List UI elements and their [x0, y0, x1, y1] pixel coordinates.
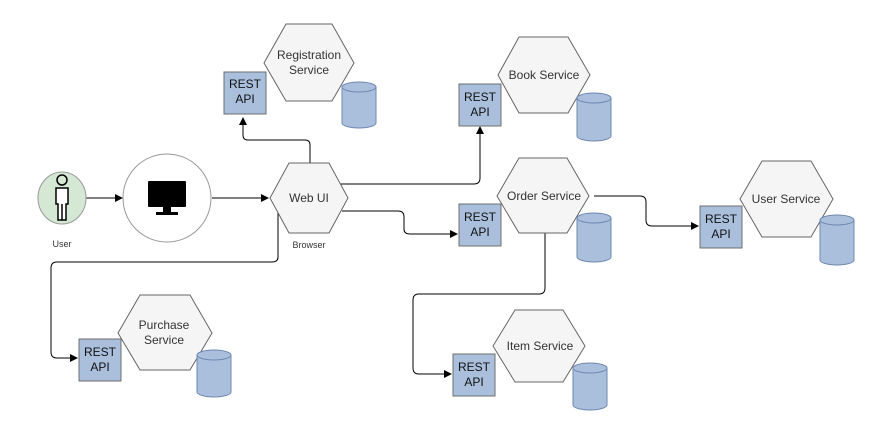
web-ui-hexagon — [269, 162, 349, 234]
database-icon — [819, 214, 855, 266]
purchase-label-line1: Purchase — [139, 318, 190, 332]
web-ui-node: Web UI Browser — [269, 162, 349, 250]
monitor-node — [122, 153, 212, 243]
edge-order-item — [412, 233, 546, 378]
order-rest-api — [458, 203, 502, 247]
registration-label-line1: Registration — [277, 48, 341, 62]
registration-hexagon — [263, 23, 355, 102]
purchase-service: Purchase Service REST API — [78, 294, 232, 398]
book-service: Book Service REST API — [458, 36, 612, 142]
rest-label-line2: API — [90, 360, 109, 374]
user-label: User — [52, 239, 71, 249]
rest-label-line2: API — [711, 227, 730, 241]
edge-webui-registration — [239, 117, 311, 163]
rest-label-line1: REST — [458, 360, 491, 374]
item-rest-api — [452, 353, 496, 397]
user-service-rest-api — [699, 205, 743, 249]
database-icon — [341, 81, 377, 129]
user-service: User Service REST API — [699, 160, 855, 266]
edge-webui-purchase — [50, 212, 279, 362]
registration-label-line2: Service — [289, 63, 329, 77]
edge-webui-order — [342, 210, 458, 238]
database-icon — [576, 92, 612, 142]
edge-order-user — [594, 195, 699, 230]
edge-webui-book — [340, 126, 484, 185]
item-service: Item Service REST API — [452, 309, 608, 411]
rest-label-line1: REST — [229, 77, 262, 91]
monitor-icon — [148, 181, 186, 215]
purchase-hexagon — [117, 294, 213, 371]
user-service-label: User Service — [752, 192, 821, 206]
web-ui-label: Web UI — [289, 191, 329, 205]
registration-service: Registration Service REST API — [223, 23, 377, 129]
user-service-hexagon — [739, 160, 834, 238]
rest-label-line1: REST — [464, 210, 497, 224]
database-icon — [196, 349, 232, 398]
rest-label-line2: API — [470, 225, 489, 239]
registration-rest-api — [223, 71, 267, 115]
database-icon — [576, 212, 612, 263]
order-hexagon — [496, 157, 590, 234]
browser-label: Browser — [292, 240, 325, 250]
order-label: Order Service — [507, 189, 581, 203]
person-icon — [55, 174, 69, 221]
item-hexagon — [492, 309, 586, 383]
user-actor: User — [37, 171, 87, 249]
book-rest-api — [458, 83, 502, 127]
rest-label-line1: REST — [84, 345, 117, 359]
database-icon — [572, 362, 608, 411]
rest-label-line1: REST — [705, 212, 738, 226]
purchase-label-line2: Service — [144, 333, 184, 347]
purchase-rest-api — [78, 338, 122, 382]
edges — [50, 117, 699, 378]
rest-label-line2: API — [470, 105, 489, 119]
rest-label-line2: API — [464, 375, 483, 389]
order-service: Order Service REST API — [458, 157, 612, 263]
item-label: Item Service — [507, 339, 574, 353]
book-label: Book Service — [509, 68, 580, 82]
rest-label-line2: API — [235, 92, 254, 106]
rest-label-line1: REST — [464, 90, 497, 104]
book-hexagon — [497, 36, 591, 114]
